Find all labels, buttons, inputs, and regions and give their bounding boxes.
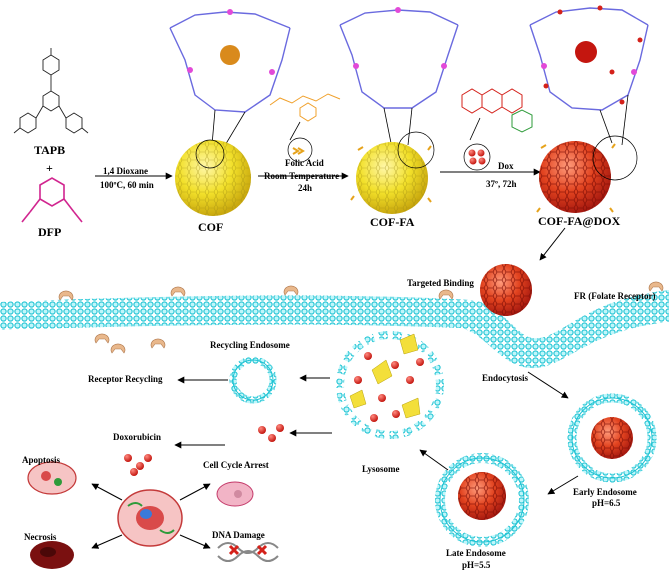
late-endosome-ph: pH=5.5 xyxy=(462,560,491,570)
tapb-structure xyxy=(13,48,89,134)
step1-solvent: 1,4 Dioxane xyxy=(103,166,148,176)
step1-conditions: 100ºC, 60 min xyxy=(100,180,154,190)
doxorubicin-dots xyxy=(124,454,152,476)
step2-time: 24h xyxy=(298,183,313,193)
dox-loaded-pore xyxy=(575,41,597,63)
necrosis-label: Necrosis xyxy=(24,532,57,542)
arrow-to-lysosome xyxy=(419,449,449,471)
endocytosis-label: Endocytosis xyxy=(482,373,529,383)
dna-damage-icon xyxy=(217,542,279,562)
folate-receptor-label: FR (Folate Receptor) xyxy=(574,291,656,301)
cell-cycle-arrest-label: Cell Cycle Arrest xyxy=(203,460,269,470)
arrow-to-early-endosome xyxy=(527,371,569,399)
arrow-to-binding xyxy=(539,227,566,261)
dfp-label: DFP xyxy=(38,225,62,239)
step3-conditions: 37º, 72h xyxy=(486,179,517,189)
doxorubicin-label: Doxorubicin xyxy=(113,432,162,442)
folate-ligands xyxy=(350,145,432,203)
recycling-endosome-label: Recycling Endosome xyxy=(210,340,290,350)
cof-fa-dox-framework xyxy=(529,7,649,111)
folic-acid-structure xyxy=(269,93,341,122)
released-dox xyxy=(258,424,284,442)
lysosome xyxy=(336,331,444,439)
cell-membrane xyxy=(0,290,669,369)
cof-framework xyxy=(169,9,291,113)
cof-label: COF xyxy=(198,220,224,234)
apoptosis-cell xyxy=(27,461,77,495)
apoptosis-label: Apoptosis xyxy=(22,455,61,465)
cof-fa-dox-label: COF-FA@DOX xyxy=(538,214,621,228)
lysosome-label: Lysosome xyxy=(362,464,400,474)
early-endosome-ph: pH=6.5 xyxy=(592,498,621,508)
arrow-to-late-endosome xyxy=(547,475,579,495)
step3-reagent: Dox xyxy=(498,161,514,171)
tapb-label: TAPB xyxy=(34,143,66,157)
early-endosome-label: Early Endosome xyxy=(573,487,637,497)
dna-damage-label: DNA Damage xyxy=(212,530,265,540)
dfp-structure xyxy=(21,177,83,223)
cof-fa-label: COF-FA xyxy=(370,215,415,229)
cancer-cell xyxy=(117,489,183,547)
cof-fa-framework xyxy=(339,7,459,109)
step2-conditions: Room Temperature xyxy=(264,171,340,181)
dox-dot xyxy=(468,149,476,157)
step2-reagent: Folic Acid xyxy=(285,158,324,168)
dox-structure xyxy=(461,88,533,133)
necrosis-cell xyxy=(30,541,74,569)
targeted-binding-label: Targeted Binding xyxy=(407,278,474,288)
receptor-recycling-label: Receptor Recycling xyxy=(88,374,163,384)
cof-pore-crystal xyxy=(220,45,240,65)
late-endosome-label: Late Endosome xyxy=(446,548,506,558)
plus-sign: + xyxy=(46,161,53,175)
folate-receptors xyxy=(58,281,664,354)
cell-cycle-arrest-cell xyxy=(216,481,254,507)
